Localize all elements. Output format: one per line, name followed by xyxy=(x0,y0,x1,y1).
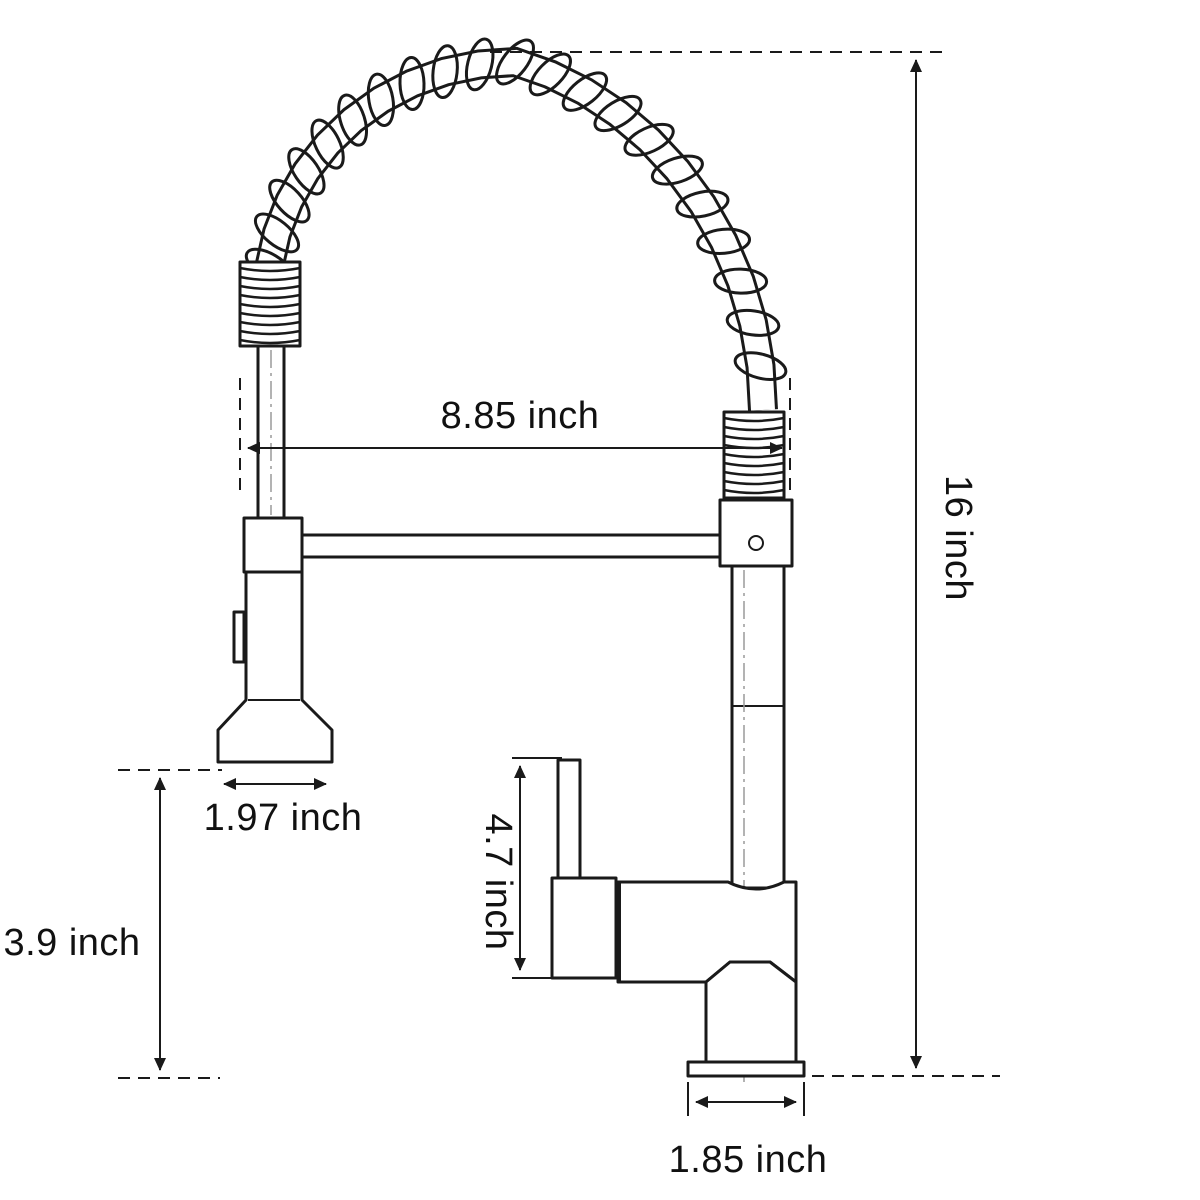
sprayer-collar xyxy=(242,516,304,574)
faucet-drawing xyxy=(216,37,806,1082)
faucet-base xyxy=(686,960,806,1078)
left-coil-band xyxy=(238,260,302,348)
sprayer-clearance-label: 3.9 inch xyxy=(3,922,140,964)
dimension-labels: 8.85 inch 16 inch 1.97 inch 3.9 inch 4.7… xyxy=(3,395,979,1181)
base-diameter-label: 1.85 inch xyxy=(669,1139,828,1181)
connecting-arm xyxy=(300,533,724,559)
handle-height-label: 4.7 inch xyxy=(477,813,519,950)
sprayer-head xyxy=(216,570,334,764)
total-height-label: 16 inch xyxy=(937,475,979,601)
spring-coil xyxy=(244,37,788,411)
dimension-lines xyxy=(118,51,1000,1116)
faucet-handle xyxy=(550,758,618,980)
column-collar xyxy=(718,498,794,568)
sprayer-width-label: 1.97 inch xyxy=(204,797,363,839)
right-coil-band xyxy=(722,410,786,500)
spout-reach-label: 8.85 inch xyxy=(441,395,600,437)
sprayer-stem xyxy=(256,344,286,520)
